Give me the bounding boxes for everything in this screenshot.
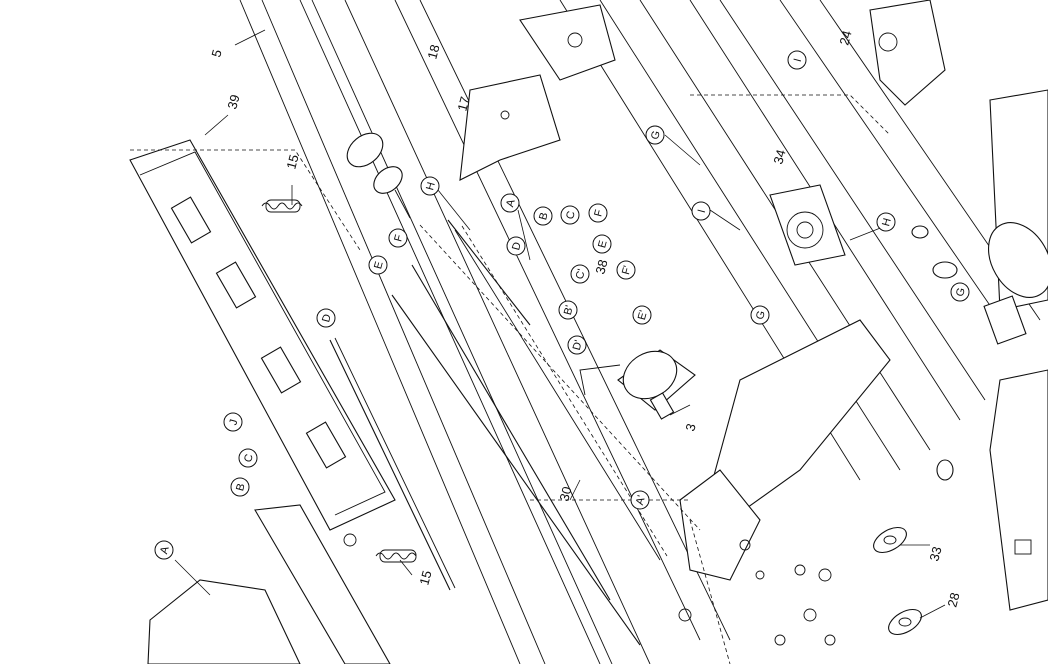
svg-text:A: A [504,198,518,209]
right-motor-and-board [983,89,1048,611]
svg-text:D: D [510,241,524,252]
svg-text:G: G [649,130,663,141]
callout-39: 39 [224,93,242,111]
spring-upper [261,199,303,213]
callout-letter-G-1: G [645,125,665,145]
callout-letter-H-2: H [876,212,896,232]
callout-letter-F-prime: F' [616,260,636,280]
svg-text:F: F [392,233,405,243]
shafts [329,219,641,646]
callout-letter-B-prime: B' [558,300,578,320]
callout-letter-C-1: C [560,205,580,225]
svg-text:D: D [320,313,334,324]
callout-letter-F-2: F [388,228,408,248]
callout-letter-H-1: H [420,176,440,196]
callout-letter-C-3: C [238,448,258,468]
roller-gear-assembly [346,132,411,219]
svg-text:F': F' [620,264,634,276]
callout-letter-E-prime: E' [632,305,652,325]
callout-letter-B-1: B [533,206,553,226]
callout-24: 24 [836,29,854,47]
callout-letter-I-1: I [787,50,807,70]
callout-letter-F-1: F [588,203,608,223]
callout-5: 5 [208,48,224,59]
svg-text:B: B [234,482,247,492]
callout-letter-J: J [223,412,243,432]
svg-text:F: F [592,208,605,218]
callout-letter-I-2: I [691,201,711,221]
callout-letter-D-prime: D' [567,335,587,355]
callout-15-upper: 15 [283,153,301,171]
main-frame-rails [239,0,1041,664]
svg-text:B: B [537,211,550,221]
svg-text:E': E' [636,309,650,321]
reference-outlines [130,94,891,664]
svg-text:A: A [158,545,172,556]
svg-text:C': C' [574,268,588,281]
svg-text:G: G [754,310,768,321]
svg-text:E: E [372,260,385,270]
svg-text:H: H [880,217,894,228]
svg-text:D': D' [571,339,585,352]
callout-30: 30 [556,485,574,503]
callout-38: 38 [592,258,610,276]
svg-text:E: E [596,239,609,249]
right-side-plate [679,319,891,581]
callout-letter-A-2: A [154,540,174,560]
spring-lower [375,549,417,563]
callout-letter-A-prime: A' [630,490,650,510]
callout-letter-D-2: D [316,308,336,328]
callout-28: 28 [944,591,962,609]
callout-17: 17 [454,95,472,113]
upper-right-bracket [869,0,946,106]
lower-left-cover [147,504,391,664]
callout-3: 3 [682,422,698,433]
stepper-motor [579,349,696,420]
callout-letter-E-1: E [592,234,612,254]
callout-letter-C-prime: C' [570,264,590,284]
left-side-plate [129,139,396,547]
callout-letter-E-2: E [368,255,388,275]
upper-bracket [459,4,616,181]
svg-text:J: J [227,418,240,426]
callout-34: 34 [770,148,788,166]
svg-text:C: C [564,210,578,221]
number-callouts: 5 39 15 18 17 24 34 38 3 30 15 33 28 [208,29,962,609]
svg-text:G: G [954,287,968,298]
svg-text:A': A' [634,494,648,506]
svg-text:I: I [696,208,708,214]
callout-letter-G-3: G [750,305,770,325]
gears-and-washers [678,225,958,646]
fan-frame [769,184,846,266]
svg-text:B': B' [562,304,576,316]
callout-letter-G-2: G [950,282,970,302]
letter-callouts: H A D B C F E G I I H G G F E D C' F' B'… [154,50,970,560]
callout-15-lower: 15 [416,569,434,587]
svg-text:I: I [792,57,804,63]
callout-letter-B-3: B [230,477,250,497]
svg-text:C: C [242,453,256,464]
callout-letter-D-1: D [506,236,526,256]
callout-letter-A-1: A [500,193,520,213]
callout-33: 33 [926,545,944,563]
callout-18: 18 [424,43,442,61]
svg-text:H: H [424,181,438,192]
